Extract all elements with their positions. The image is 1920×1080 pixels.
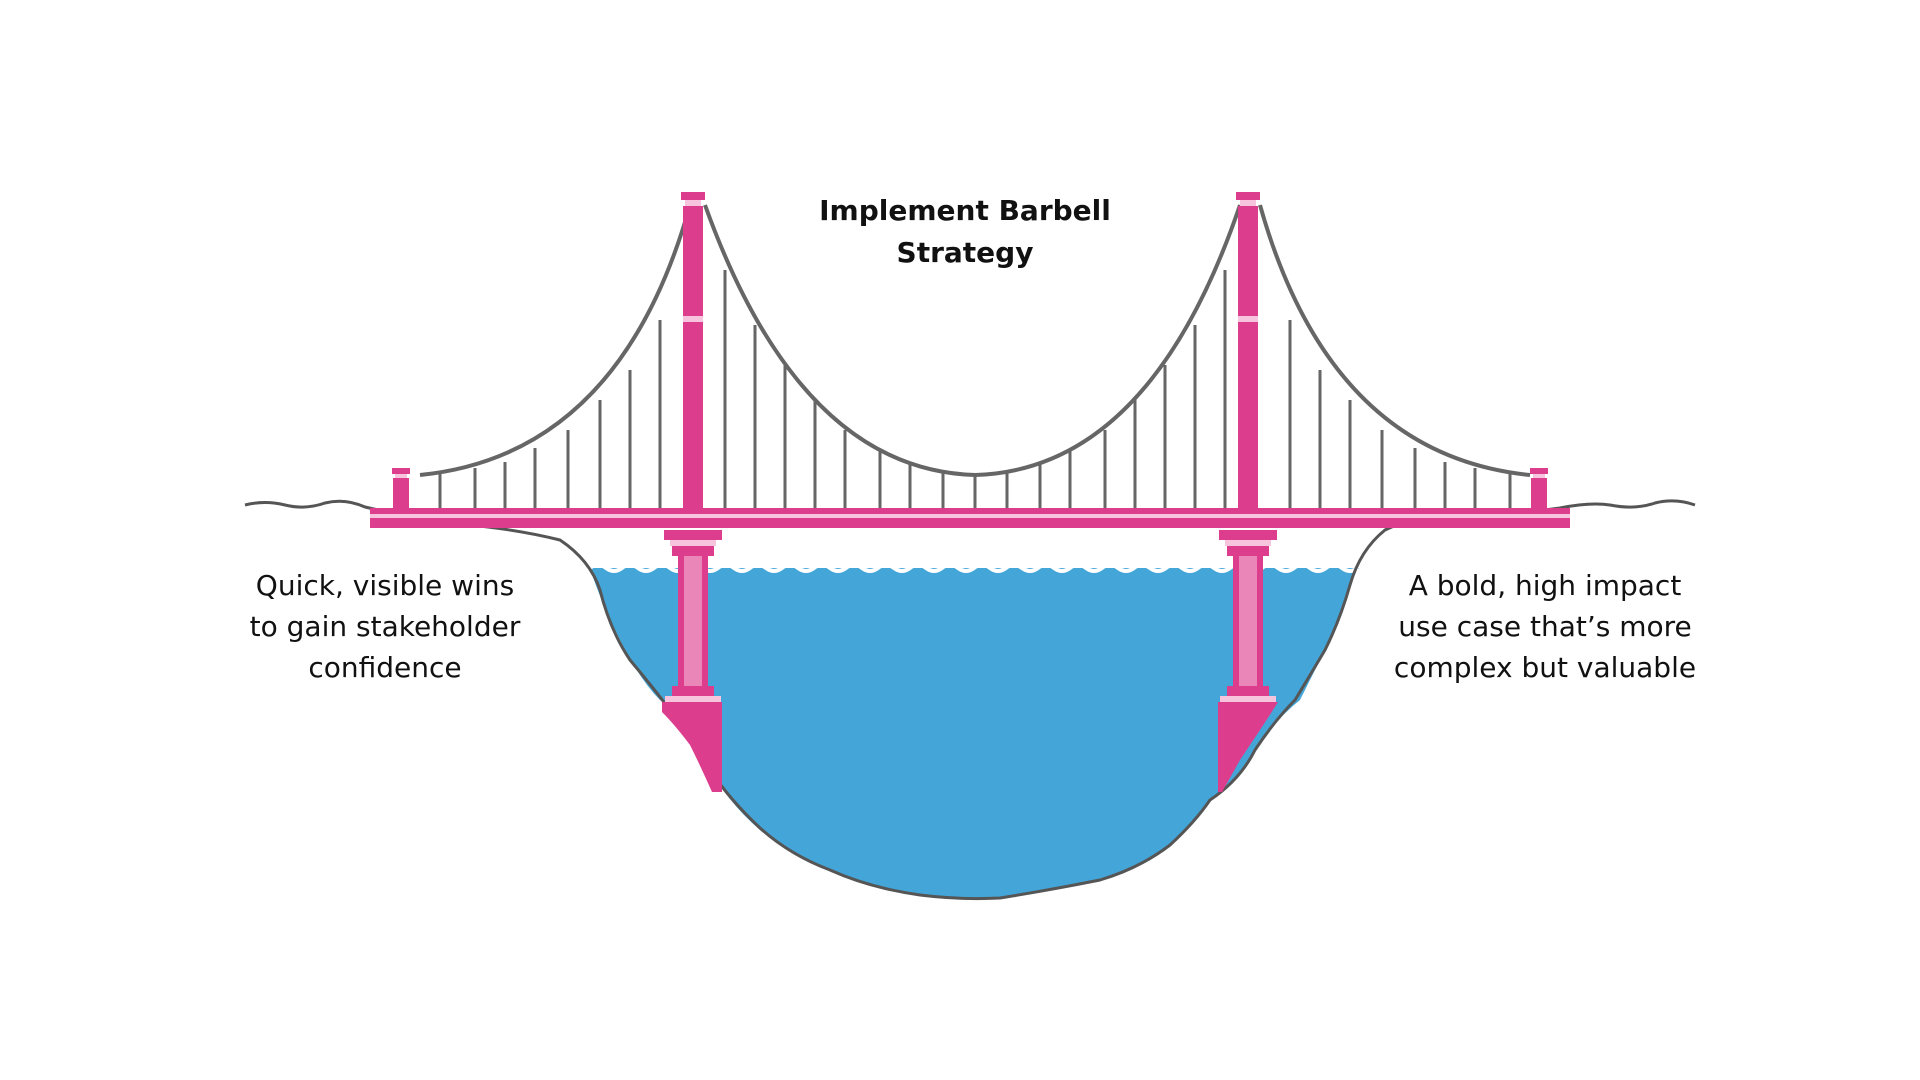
bridge-deck — [370, 508, 1570, 528]
water-body — [590, 568, 1360, 899]
end-pillar-right — [1530, 468, 1548, 510]
main-cable-left — [419, 204, 692, 477]
end-pillar-left — [392, 468, 410, 510]
suspender-cables — [438, 270, 1512, 508]
water-surface — [588, 563, 1360, 573]
left-caption: Quick, visible wins to gain stakeholder … — [249, 569, 521, 684]
tower-left — [662, 192, 722, 792]
main-cable-right — [1258, 204, 1531, 477]
diagram-title: Implement Barbell Strategy — [819, 194, 1111, 269]
right-caption: A bold, high impact use case that’s more… — [1393, 569, 1697, 684]
tower-right — [1218, 192, 1278, 792]
